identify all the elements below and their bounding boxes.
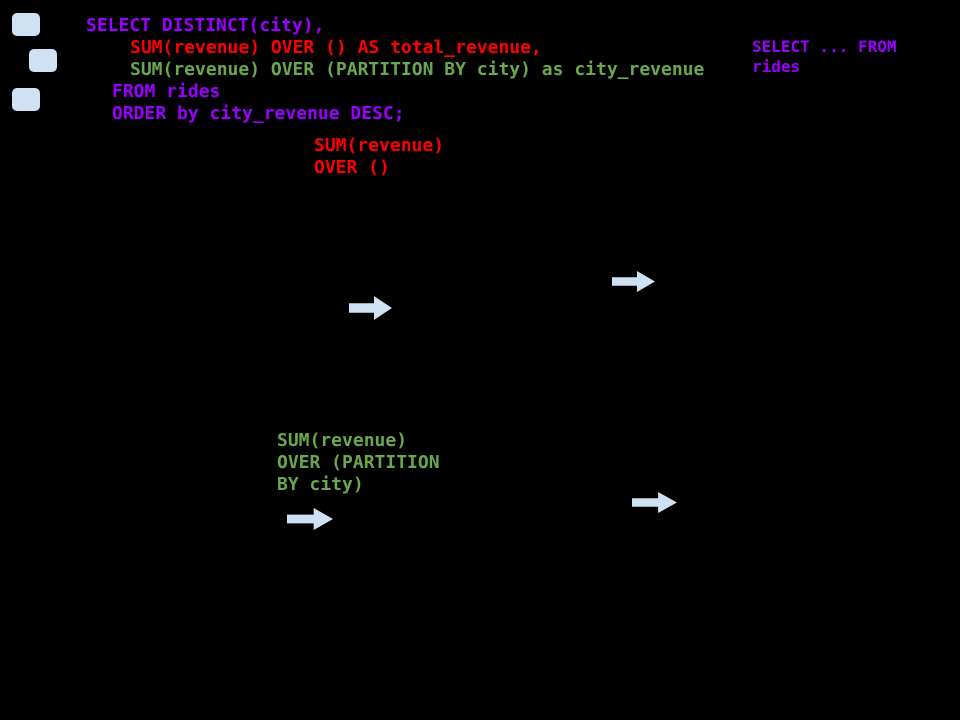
code-line: SELECT DISTINCT(city),: [86, 15, 325, 36]
code-line: SUM(revenue): [277, 430, 408, 451]
sql-query-code: SELECT DISTINCT(city),SUM(revenue) OVER …: [86, 15, 704, 125]
code-line: BY city): [277, 474, 364, 495]
code-line: OVER (): [314, 157, 390, 178]
right-arrow-icon: [612, 271, 655, 292]
right-arrow-icon: [287, 508, 333, 530]
code-line: rides: [752, 57, 801, 76]
code-line: SELECT ... FROM: [752, 37, 897, 56]
step-badge-3: [12, 88, 40, 111]
step-badge-1: [12, 13, 40, 36]
code-line: FROM rides: [112, 81, 221, 102]
annotation-total-revenue: SUM(revenue)OVER (): [314, 135, 444, 179]
right-arrow-icon: [349, 296, 392, 320]
right-arrow-icon: [632, 492, 677, 513]
step-badge-2: [29, 49, 57, 72]
code-line: SUM(revenue): [314, 135, 445, 156]
code-line: OVER (PARTITION: [277, 452, 440, 473]
code-line: SUM(revenue) OVER (PARTITION BY city) as…: [130, 59, 705, 80]
code-line: SUM(revenue) OVER () AS total_revenue,: [130, 37, 542, 58]
code-line: ORDER by city_revenue DESC;: [112, 103, 405, 124]
